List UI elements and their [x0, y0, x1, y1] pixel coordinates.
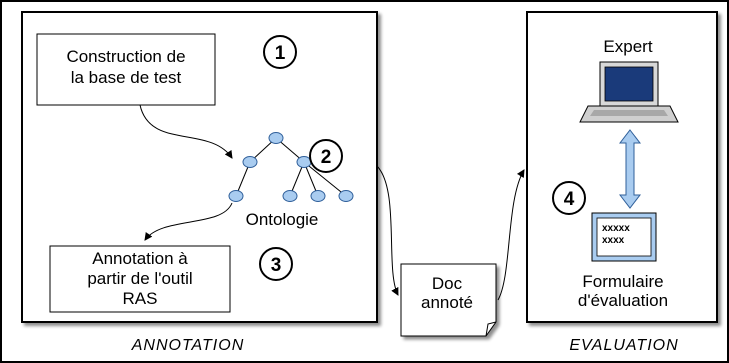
step-badge-4 [552, 181, 586, 215]
double-arrow-icon [618, 129, 642, 209]
doc-line-2: annoté [421, 293, 473, 312]
step-badge-1 [263, 35, 297, 69]
step-number-1: 1 [275, 43, 286, 64]
tree-node [282, 190, 298, 202]
section-evaluation-label: EVALUATION [569, 337, 678, 354]
tree-node [268, 132, 284, 144]
laptop-icon [579, 61, 679, 123]
step-number-4: 4 [564, 189, 575, 210]
ontology-label: Ontologie [246, 210, 319, 229]
tree-node [296, 156, 312, 168]
construction-box [36, 33, 216, 106]
form-icon [591, 212, 657, 262]
annotation-line-1: Annotation à [92, 249, 188, 268]
arrow-annotation-to-doc [376, 165, 399, 296]
step-badge-2 [309, 139, 343, 173]
ontology-tree-icon [228, 132, 354, 202]
form-content-line-1: xxxxx [602, 223, 630, 234]
expert-label: Expert [603, 37, 652, 56]
arrow-ontology-to-annotation [144, 202, 233, 241]
annotation-line-2: partir de l'outil [87, 269, 192, 288]
annotation-line-3: RAS [123, 289, 158, 308]
arrow-doc-to-evaluation [497, 169, 525, 301]
section-annotation-label: ANNOTATION [131, 337, 245, 354]
arrow-construction-to-ontology [139, 104, 233, 159]
annotated-doc-icon [400, 263, 497, 337]
tree-node [310, 190, 326, 202]
form-label-line-1: Formulaire [582, 272, 663, 291]
tree-node [338, 190, 354, 202]
step-number-3: 3 [271, 255, 282, 276]
step-badge-3 [259, 247, 293, 281]
tree-node [242, 156, 258, 168]
doc-line-1: Doc [432, 274, 463, 293]
form-content-line-2: xxxx [602, 235, 625, 246]
construction-line-1: Construction de [66, 47, 185, 66]
tree-node [228, 190, 244, 202]
step-number-2: 2 [321, 147, 332, 168]
construction-line-2: la base de test [71, 68, 182, 87]
form-label-line-2: d'évaluation [578, 291, 668, 310]
annotation-box [49, 245, 231, 313]
